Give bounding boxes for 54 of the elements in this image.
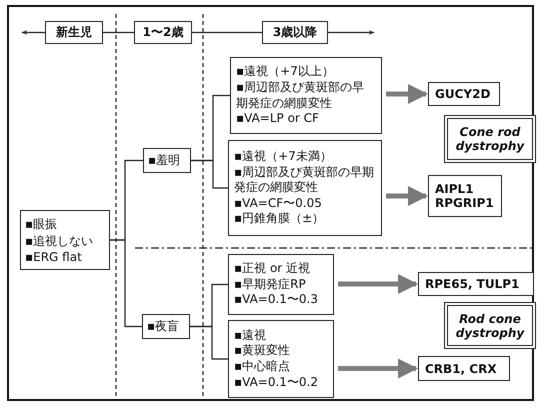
box-text: ▪黄斑変性 (234, 343, 292, 359)
box-text: ▪遠視 (234, 328, 268, 344)
diagnosis-box (444, 302, 536, 349)
gene-box (428, 175, 502, 217)
box-text: ▪遠視（+7以上） (236, 64, 335, 80)
box-text: AIPL1 (435, 182, 475, 196)
diagnosis-box (444, 115, 536, 163)
finding-box (228, 254, 334, 315)
gene-box (428, 82, 500, 106)
box-text: ▪ERG flat (25, 250, 83, 264)
box-text: CRB1, CRX (425, 362, 498, 376)
age-box (262, 21, 328, 44)
box-text: RPGRIP1 (435, 196, 495, 210)
connector-line (190, 326, 228, 360)
finding-box (143, 148, 191, 173)
finding-box (20, 210, 110, 270)
gene-box (418, 272, 534, 296)
finding-box (230, 57, 382, 134)
finding-box (228, 320, 334, 398)
connector-line (103, 32, 134, 34)
box-text: 1〜2歳 (142, 24, 184, 41)
age-box (134, 21, 192, 44)
arrow (386, 84, 428, 104)
connector-line (110, 239, 142, 328)
box-text: ▪円錐角膜（±） (234, 211, 326, 227)
box-text: ▪中心暗点 (234, 359, 292, 375)
connector-line (192, 32, 262, 34)
box-text: ▪遠視（+7未満） (234, 149, 333, 165)
box-text: ▪周辺部及び黄斑部の早期発症の網膜変性 (236, 80, 366, 112)
box-text: Cone rod dystrophy (454, 125, 526, 153)
box-text: GUCY2D (435, 87, 492, 101)
box-text: ▪正視 or 近視 (234, 261, 312, 277)
box-text: ▪羞明 (148, 152, 182, 169)
arrow (338, 358, 418, 378)
connector-line (191, 160, 228, 189)
box-text: ▪夜盲 (147, 318, 180, 335)
finding-box (228, 140, 382, 236)
finding-box (142, 314, 190, 339)
box-text: ▪VA=LP or CF (236, 111, 320, 127)
box-text: ▪VA=0.1〜0.3 (234, 292, 320, 308)
box-text: ▪VA=CF〜0.05 (234, 196, 323, 212)
box-text: ▪周辺部及び黄斑部の早期発症の網膜変性 (234, 164, 376, 196)
arrow (338, 274, 418, 294)
box-text: RPE65, TULP1 (425, 277, 520, 291)
box-text: ▪追視しない (25, 233, 94, 250)
box-text: Rod cone dystrophy (454, 312, 526, 340)
box-text: 3歳以降 (272, 24, 318, 41)
age-box (45, 21, 103, 44)
box-text: 新生児 (56, 24, 92, 41)
gene-box (418, 356, 510, 381)
box-text: ▪早期発症RP (234, 276, 307, 292)
box-text: ▪眼振 (25, 216, 58, 233)
box-text: ▪VA=0.1〜0.2 (234, 374, 320, 390)
arrow (386, 186, 428, 206)
